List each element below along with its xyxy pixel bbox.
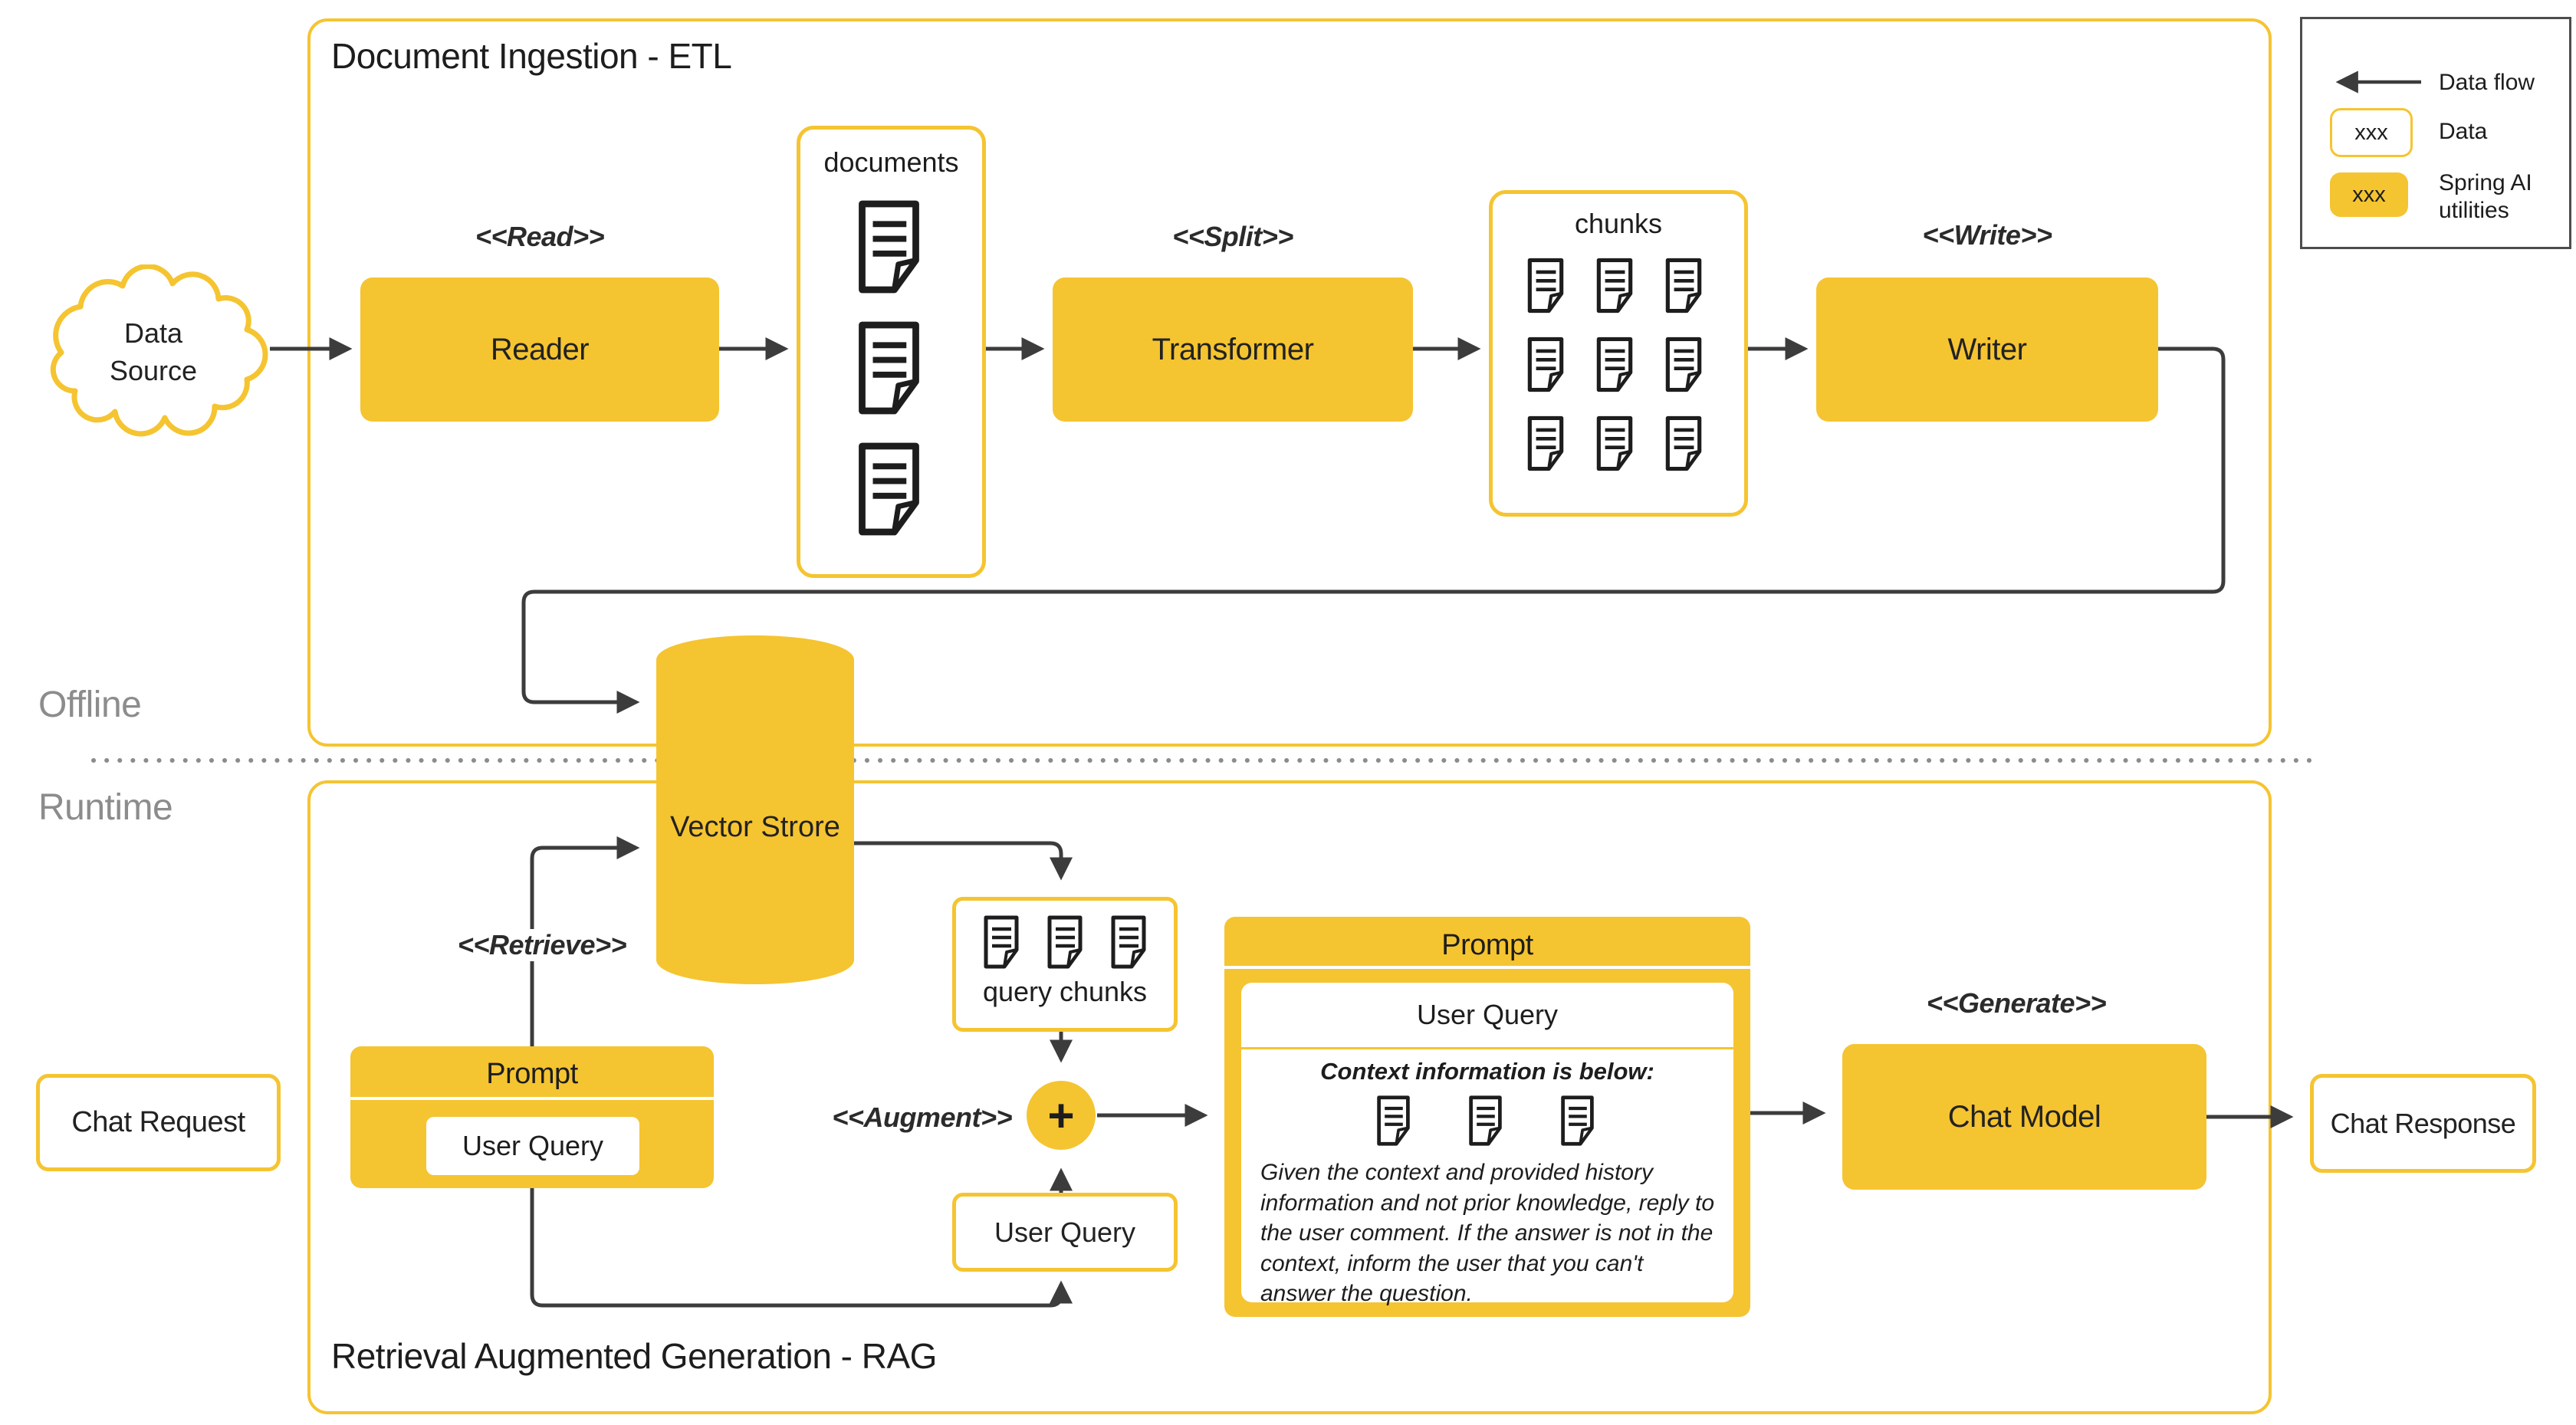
chunks-label: chunks: [1574, 208, 1663, 239]
offline-label: Offline: [38, 685, 142, 725]
runtime-label: Runtime: [38, 787, 173, 828]
chat-request-node: Chat Request: [36, 1074, 281, 1171]
document-icon: [1591, 257, 1638, 314]
document-icon: [1660, 336, 1707, 393]
legend-spring-swatch: xxx: [2330, 172, 2408, 217]
prompt-big-panel-divider: [1241, 1047, 1733, 1049]
document-icon: [1372, 1095, 1415, 1147]
retrieve-stereotype: <<Retrieve>>: [429, 929, 655, 961]
etl-container: [307, 18, 2272, 747]
prompt-small-box: Prompt User Query: [350, 1046, 714, 1188]
document-icon: [1522, 336, 1569, 393]
rag-title: Retrieval Augmented Generation - RAG: [331, 1336, 937, 1376]
augment-stereotype: <<Augment>>: [832, 1102, 1012, 1133]
legend: Data flow xxx Data xxx Spring AI utiliti…: [2300, 17, 2571, 249]
etl-title: Document Ingestion - ETL: [331, 36, 732, 76]
legend-spring-label: Spring AI utilities: [2439, 170, 2532, 223]
prompt-big-user-query: User Query: [1416, 999, 1559, 1030]
data-flow-arrow-icon: [2335, 71, 2421, 94]
transformer-node: Transformer: [1053, 277, 1413, 422]
document-icon: [978, 914, 1024, 970]
reader-node: Reader: [360, 277, 719, 422]
cloud-icon: [50, 264, 268, 437]
vector-store-shape: [656, 635, 854, 984]
query-chunks-label: query chunks: [982, 976, 1148, 1007]
prompt-big-title: Prompt: [1441, 928, 1533, 961]
query-chunks-box: query chunks: [952, 897, 1178, 1032]
augment-plus-node: +: [1027, 1081, 1096, 1150]
document-icon: [849, 441, 929, 537]
prompt-big-panel: User Query Context information is below:…: [1241, 983, 1733, 1306]
rag-container: [307, 780, 2272, 1414]
vector-store-label: Vector Strore: [670, 811, 840, 844]
document-icon: [1106, 914, 1152, 970]
document-icon: [1522, 415, 1569, 472]
document-icon: [849, 199, 929, 295]
document-icon: [849, 320, 929, 416]
legend-data-label: Data: [2439, 119, 2488, 144]
prompt-small-title: Prompt: [486, 1057, 578, 1090]
split-stereotype: <<Split>>: [1172, 221, 1293, 252]
generate-stereotype: <<Generate>>: [1926, 987, 2107, 1019]
chat-model-node: Chat Model: [1842, 1044, 2206, 1190]
writer-node: Writer: [1816, 277, 2158, 422]
document-icon: [1464, 1095, 1507, 1147]
write-stereotype: <<Write>>: [1922, 219, 2052, 251]
document-icon: [1556, 1095, 1599, 1147]
chunks-box: chunks: [1489, 190, 1748, 517]
document-icon: [1522, 257, 1569, 314]
document-icon: [1591, 336, 1638, 393]
chat-response-node: Chat Response: [2310, 1074, 2536, 1173]
document-icon: [1660, 257, 1707, 314]
read-stereotype: <<Read>>: [475, 221, 605, 252]
documents-label: documents: [823, 146, 959, 178]
data-source-node: Data Source: [38, 264, 268, 437]
user-query-node: User Query: [952, 1193, 1178, 1272]
prompt-small-divider: [350, 1097, 714, 1100]
documents-box: documents: [797, 126, 986, 578]
context-line: Context information is below:: [1320, 1058, 1654, 1085]
document-icon: [1591, 415, 1638, 472]
data-source-label: Data Source: [109, 317, 198, 386]
document-icon: [1042, 914, 1088, 970]
prompt-big-divider: [1224, 966, 1750, 969]
prompt-instruction: Given the context and provided history i…: [1260, 1160, 1715, 1307]
document-icon: [1660, 415, 1707, 472]
data-flow-label: Data flow: [2439, 70, 2535, 95]
prompt-big-box: Prompt User Query Context information is…: [1224, 917, 1750, 1317]
legend-data-swatch: xxx: [2330, 108, 2413, 157]
prompt-small-user-query: User Query: [426, 1117, 639, 1175]
